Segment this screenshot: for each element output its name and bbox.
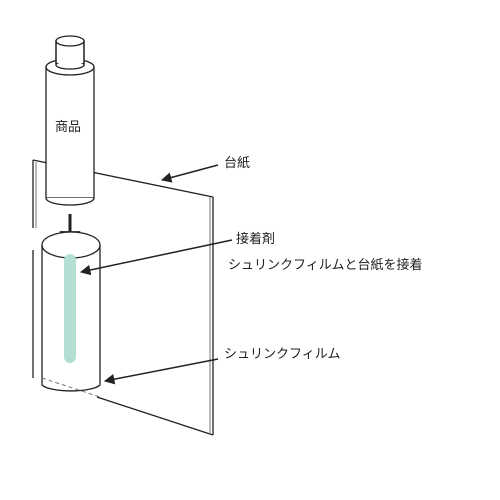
shrink-film-leader <box>103 358 219 385</box>
backing-card <box>32 159 214 436</box>
backing-card-leader <box>160 164 219 183</box>
product-cylinder <box>45 35 95 206</box>
shrink-film-label: シュリンクフィルム <box>224 347 341 362</box>
product-label: 商品 <box>55 120 82 135</box>
adhesive-note: シュリンクフィルムと台紙を接着 <box>228 258 423 273</box>
backing-card-label: 台紙 <box>224 156 251 171</box>
adhesive-label: 接着剤 <box>236 232 276 247</box>
adhesive-leader <box>79 239 233 276</box>
